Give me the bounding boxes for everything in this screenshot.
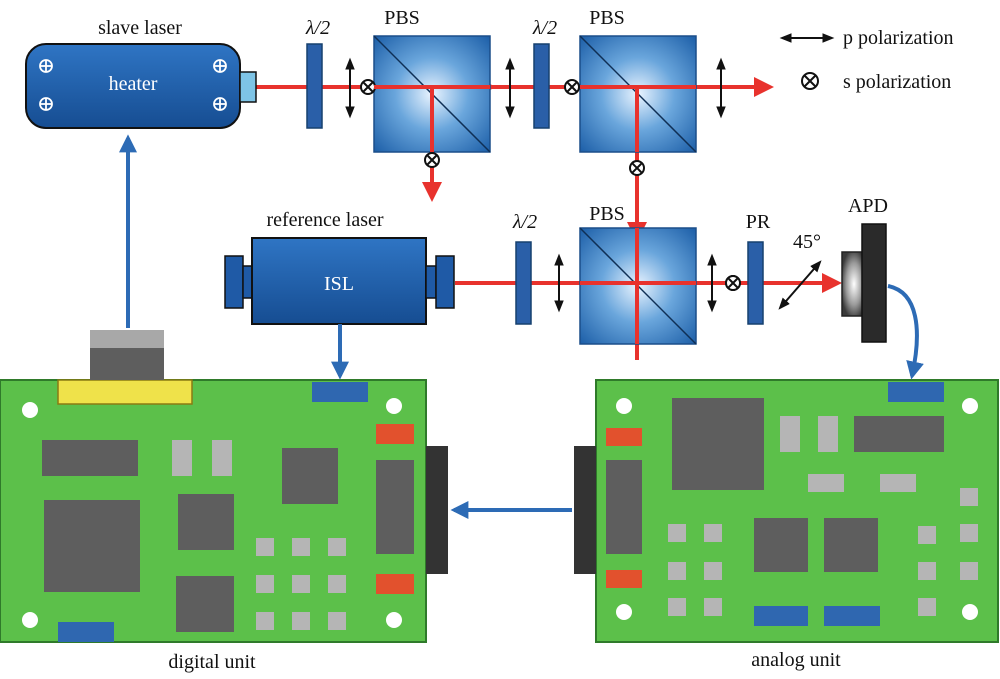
half-wave-plate-3: λ/2 xyxy=(512,211,537,325)
chip xyxy=(42,440,138,476)
chip xyxy=(212,440,232,476)
reference-laser-label: reference laser xyxy=(266,209,383,231)
half-wave-plate-1: λ/2 xyxy=(305,17,330,129)
analog-unit-board: analog unit xyxy=(574,379,999,671)
chip xyxy=(176,576,234,632)
pad-blue xyxy=(754,606,808,626)
legend: p polarization s polarization xyxy=(779,27,954,93)
slave-laser-output-port xyxy=(239,71,257,103)
s-polarization-icon xyxy=(727,277,739,289)
connector xyxy=(574,446,596,574)
pad-red xyxy=(376,574,414,594)
pad-blue xyxy=(888,382,944,402)
polarization-rotator: PR xyxy=(746,211,771,325)
digital-unit-label: digital unit xyxy=(168,651,256,673)
apd-detector: APD xyxy=(841,195,888,343)
pbs-3-label: PBS xyxy=(589,203,625,225)
component-grid xyxy=(256,538,346,630)
pbs-2-label: PBS xyxy=(589,7,625,29)
chip xyxy=(780,416,800,452)
apd-label: APD xyxy=(848,195,888,217)
chip xyxy=(672,398,764,490)
signal-arrow-apd-to-analog xyxy=(887,284,924,380)
connector xyxy=(426,446,448,574)
chip xyxy=(808,474,844,492)
angle-45-label: 45° xyxy=(793,231,821,253)
reference-laser: reference laser ISL xyxy=(224,209,455,325)
signal-arrows xyxy=(119,134,924,519)
chip xyxy=(376,460,414,554)
chip xyxy=(282,448,338,504)
pad-blue xyxy=(312,382,368,402)
half-wave-plate-3-label: λ/2 xyxy=(512,211,537,233)
screw-icon xyxy=(39,59,227,111)
pad-red xyxy=(606,428,642,446)
legend-s-label: s polarization xyxy=(843,71,951,93)
slave-laser-label: slave laser xyxy=(98,17,182,39)
chip xyxy=(818,416,838,452)
pad-blue xyxy=(58,622,114,642)
diagonal-polarization-icon xyxy=(778,260,822,310)
pbs-1-label: PBS xyxy=(384,7,420,29)
chip xyxy=(880,474,916,492)
legend-p-label: p polarization xyxy=(843,27,954,49)
pad-blue xyxy=(824,606,880,626)
half-wave-plate-2: λ/2 xyxy=(532,17,557,129)
component-grid xyxy=(668,488,978,616)
chip xyxy=(824,518,878,572)
isl-label: ISL xyxy=(324,273,354,295)
p-polarization-icon xyxy=(345,57,726,119)
chip xyxy=(172,440,192,476)
chip xyxy=(178,494,234,550)
half-wave-plate-2-label: λ/2 xyxy=(532,17,557,39)
heater-label: heater xyxy=(109,73,158,95)
legend-s-icon xyxy=(801,72,819,90)
chip xyxy=(44,500,140,592)
analog-unit-label: analog unit xyxy=(751,649,841,671)
chip xyxy=(754,518,808,572)
chip xyxy=(854,416,944,452)
half-wave-plate-1-label: λ/2 xyxy=(305,17,330,39)
pad-red xyxy=(606,570,642,588)
connector-yellow xyxy=(57,379,193,405)
pad-red xyxy=(376,424,414,444)
digital-unit-board: digital unit xyxy=(0,330,448,673)
pr-label: PR xyxy=(746,211,771,233)
slave-laser: slave laser heater xyxy=(25,17,257,129)
chip xyxy=(606,460,642,554)
